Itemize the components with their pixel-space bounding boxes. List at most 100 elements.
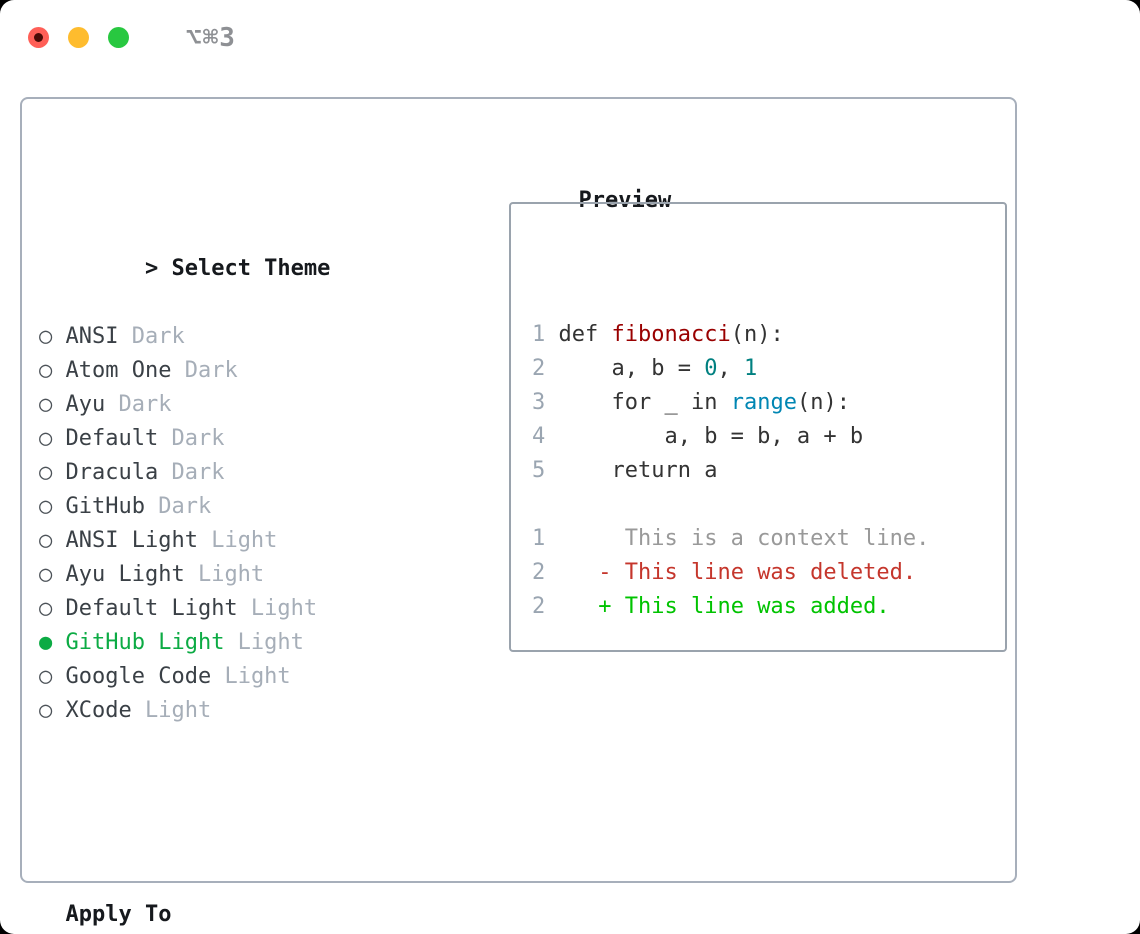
option-variant-label: Light	[237, 596, 318, 621]
theme-option[interactable]: ○ Default Light Light	[39, 592, 410, 626]
option-variant-label: Light	[211, 664, 291, 689]
line-number: 1	[532, 322, 559, 347]
close-button[interactable]	[28, 27, 49, 48]
radio-unselected-icon: ○	[39, 698, 53, 723]
line-number: 4	[532, 424, 559, 449]
apply-to-title: Apply To	[65, 902, 172, 927]
radio-selected-icon: ●	[39, 630, 53, 655]
radio-unselected-icon: ○	[39, 358, 53, 383]
option-variant-label: Dark	[158, 426, 225, 451]
code-line: 1 def fibonacci(n):	[532, 318, 1005, 352]
radio-unselected-icon: ○	[39, 460, 53, 485]
code-token-plain: (n):	[730, 322, 784, 347]
option-label: Ayu	[52, 392, 106, 417]
focus-prompt-icon: >	[144, 256, 159, 281]
option-variant-label: Dark	[144, 494, 212, 519]
option-variant-label: Light	[197, 528, 278, 553]
option-label: XCode	[52, 698, 132, 723]
code-token-number: 0	[704, 356, 718, 381]
line-number: 3	[532, 390, 559, 415]
code-token-keyword: def	[558, 322, 612, 347]
code-line: 4 a, b = b, a + b	[532, 420, 1005, 454]
option-variant-label: Dark	[158, 460, 225, 485]
option-label: Google Code	[52, 664, 212, 689]
option-label: GitHub Light	[52, 630, 225, 655]
code-token-plain: _	[651, 390, 691, 415]
code-token-addition: + This line was added.	[598, 594, 890, 619]
option-label: ANSI Light	[52, 528, 198, 553]
code-line: 2 a, b = 0, 1	[532, 352, 1005, 386]
preview-title: Preview	[578, 188, 672, 213]
option-label: Default Light	[52, 596, 238, 621]
theme-option[interactable]: ○ Default Dark	[39, 422, 410, 456]
zoom-button[interactable]	[108, 27, 129, 48]
theme-option[interactable]: ● GitHub Light Light	[39, 626, 410, 660]
option-variant-label: Light	[224, 630, 304, 655]
option-variant-label: Dark	[105, 392, 172, 417]
window-shortcut-label: ⌥⌘3	[186, 22, 236, 53]
select-theme-header: > Select Theme	[39, 218, 410, 281]
code-token-plain	[559, 560, 599, 585]
code-line: 5 return a	[532, 454, 1005, 488]
window-titlebar: ⌥⌘3	[0, 0, 1140, 75]
code-token-plain: ,	[717, 356, 744, 381]
code-token-number: 1	[743, 356, 758, 381]
minimize-button[interactable]	[68, 27, 89, 48]
theme-selector-pane: > Select Theme ○ ANSI Dark○ Atom One Dar…	[39, 150, 410, 934]
code-line	[532, 488, 1005, 522]
code-token-plain	[559, 390, 612, 415]
theme-option[interactable]: ○ Google Code Light	[39, 660, 410, 694]
radio-unselected-icon: ○	[39, 596, 53, 621]
code-token-keyword: in	[690, 390, 718, 415]
select-theme-title: Select Theme	[171, 256, 331, 281]
theme-option[interactable]: ○ ANSI Dark	[39, 320, 410, 354]
code-token-plain	[559, 594, 599, 619]
code-token-keyword: return	[611, 458, 691, 483]
line-number: 2	[532, 356, 559, 381]
unsaved-dot-icon	[34, 33, 43, 42]
line-number: 5	[532, 458, 559, 483]
code-token-keyword: for	[611, 390, 652, 415]
theme-option[interactable]: ○ XCode Light	[39, 694, 410, 728]
theme-option[interactable]: ○ Ayu Dark	[39, 388, 410, 422]
option-variant-label: Light	[131, 698, 212, 723]
code-token-plain	[717, 390, 730, 415]
radio-unselected-icon: ○	[39, 528, 53, 553]
code-line: 3 for _ in range(n):	[532, 386, 1005, 420]
option-label: Default	[52, 426, 159, 451]
preview-header: Preview	[499, 150, 671, 252]
theme-list: ○ ANSI Dark○ Atom One Dark○ Ayu Dark○ De…	[39, 320, 410, 728]
option-variant-label: Light	[184, 562, 265, 587]
code-token-plain: a, b =	[558, 356, 705, 381]
code-token-plain: (n):	[796, 390, 850, 415]
option-label: Atom One	[52, 358, 172, 383]
code-token-context: This is a context line.	[558, 526, 930, 551]
option-label: Dracula	[52, 460, 159, 485]
code-token-builtin: range	[730, 390, 797, 415]
code-line: 2 + This line was added.	[532, 590, 1005, 624]
radio-unselected-icon: ○	[39, 324, 53, 349]
theme-option[interactable]: ○ Ayu Light Light	[39, 558, 410, 592]
line-number: 2	[532, 594, 559, 619]
radio-unselected-icon: ○	[39, 494, 53, 519]
theme-option[interactable]: ○ Atom One Dark	[39, 354, 410, 388]
theme-option[interactable]: ○ ANSI Light Light	[39, 524, 410, 558]
line-number: 1	[532, 526, 559, 551]
code-token-plain	[559, 458, 612, 483]
radio-unselected-icon: ○	[39, 426, 53, 451]
tui-frame: > Select Theme ○ ANSI Dark○ Atom One Dar…	[20, 97, 1017, 927]
option-label: Ayu Light	[52, 562, 185, 587]
theme-option[interactable]: ○ GitHub Dark	[39, 490, 410, 524]
line-number: 2	[532, 560, 559, 585]
apply-to-header: Apply To	[39, 898, 410, 932]
option-variant-label: Dark	[118, 324, 185, 349]
option-label: ANSI	[52, 324, 119, 349]
option-label: GitHub	[52, 494, 145, 519]
theme-option[interactable]: ○ Dracula Dark	[39, 456, 410, 490]
radio-unselected-icon: ○	[39, 664, 53, 689]
code-token-plain: a, b = b, a + b	[558, 424, 864, 449]
spacer-row	[39, 796, 410, 830]
